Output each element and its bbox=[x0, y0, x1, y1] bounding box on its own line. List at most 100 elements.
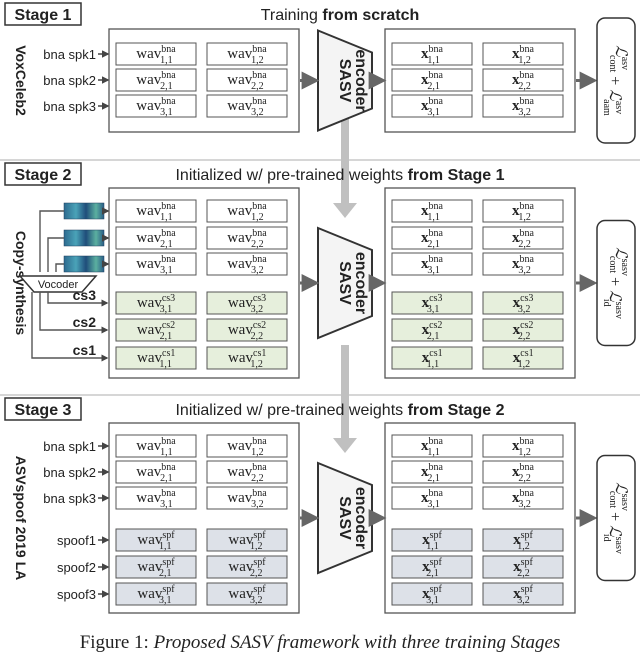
wav-cell bbox=[115, 68, 197, 92]
embedding-cell bbox=[391, 42, 473, 66]
vocoder-input-line bbox=[47, 237, 64, 272]
loss-box bbox=[596, 219, 636, 347]
embedding-cell bbox=[482, 226, 564, 250]
encoder-label-line2: encoder bbox=[352, 252, 369, 314]
embedding-cell bbox=[391, 346, 473, 370]
cs-label: cs2 bbox=[73, 314, 97, 330]
stage-label: Stage 1 bbox=[15, 7, 72, 24]
speaker-label: bna spk2 bbox=[43, 465, 96, 480]
speaker-label: bna spk1 bbox=[43, 439, 96, 454]
sasv-encoder bbox=[317, 29, 373, 132]
loss-label: ℒsasvcont + ℒsasvid bbox=[601, 247, 630, 319]
embedding-cell bbox=[391, 252, 473, 276]
wav-cell bbox=[206, 291, 288, 315]
wav-cell bbox=[206, 42, 288, 66]
spectrogram-icon bbox=[63, 229, 105, 247]
embedding-cell bbox=[391, 94, 473, 118]
dataset-label: VoxCeleb2 bbox=[13, 45, 29, 116]
speaker-label: bna spk1 bbox=[43, 47, 96, 62]
speaker-label: bna spk2 bbox=[43, 73, 96, 88]
cs-output-line bbox=[39, 292, 109, 334]
wav-cell bbox=[206, 199, 288, 223]
embedding-cell bbox=[391, 291, 473, 315]
dataset-label: Copy-synthesis bbox=[13, 231, 29, 335]
wav-cell bbox=[115, 582, 197, 606]
wav-cell bbox=[115, 318, 197, 342]
loss-box bbox=[596, 17, 636, 144]
embedding-cell bbox=[482, 528, 564, 552]
cs-output-line bbox=[31, 292, 109, 362]
embedding-cell bbox=[391, 582, 473, 606]
speaker-label: bna spk3 bbox=[43, 491, 96, 506]
encoder-label-line1: SASV bbox=[336, 496, 353, 540]
loss-label: ℒsasvcont + ℒsasvid bbox=[601, 482, 630, 554]
loss-label: ℒasvcont + ℒasvaam bbox=[601, 45, 630, 116]
wav-cell bbox=[115, 486, 197, 510]
embedding-cell bbox=[391, 318, 473, 342]
wav-cell bbox=[206, 555, 288, 579]
stage-label-box bbox=[4, 397, 82, 421]
embedding-cell bbox=[391, 226, 473, 250]
embedding-cell bbox=[391, 68, 473, 92]
stage-header: Training from scratch bbox=[261, 7, 420, 24]
sasv-encoder bbox=[317, 226, 373, 340]
wav-cell bbox=[206, 460, 288, 484]
loss-box bbox=[596, 454, 636, 582]
speaker-label: bna spk3 bbox=[43, 99, 96, 114]
wav-cell bbox=[206, 528, 288, 552]
wav-cell bbox=[115, 42, 197, 66]
embedding-cell bbox=[482, 434, 564, 458]
stage-transfer-arrowhead bbox=[333, 438, 357, 453]
embedding-cell bbox=[391, 555, 473, 579]
stage-header: Initialized w/ pre-trained weights from … bbox=[175, 402, 504, 419]
wav-cell bbox=[115, 434, 197, 458]
vocoder-input-line bbox=[55, 263, 64, 272]
embedding-cell bbox=[391, 528, 473, 552]
wav-cell bbox=[115, 555, 197, 579]
caption-text: Proposed SASV framework with three train… bbox=[153, 632, 561, 653]
wav-cell bbox=[206, 68, 288, 92]
embedding-cell bbox=[482, 460, 564, 484]
embedding-cell bbox=[482, 42, 564, 66]
encoder-label-line1: SASV bbox=[336, 59, 353, 103]
cs-output-line bbox=[47, 292, 109, 307]
wav-cell bbox=[115, 252, 197, 276]
stage-transfer-arrowhead bbox=[333, 203, 357, 218]
dataset-label: ASVspoof 2019 LA bbox=[13, 456, 29, 580]
wav-cell bbox=[206, 252, 288, 276]
wav-cell bbox=[115, 291, 197, 315]
stage-label: Stage 2 bbox=[15, 167, 72, 184]
